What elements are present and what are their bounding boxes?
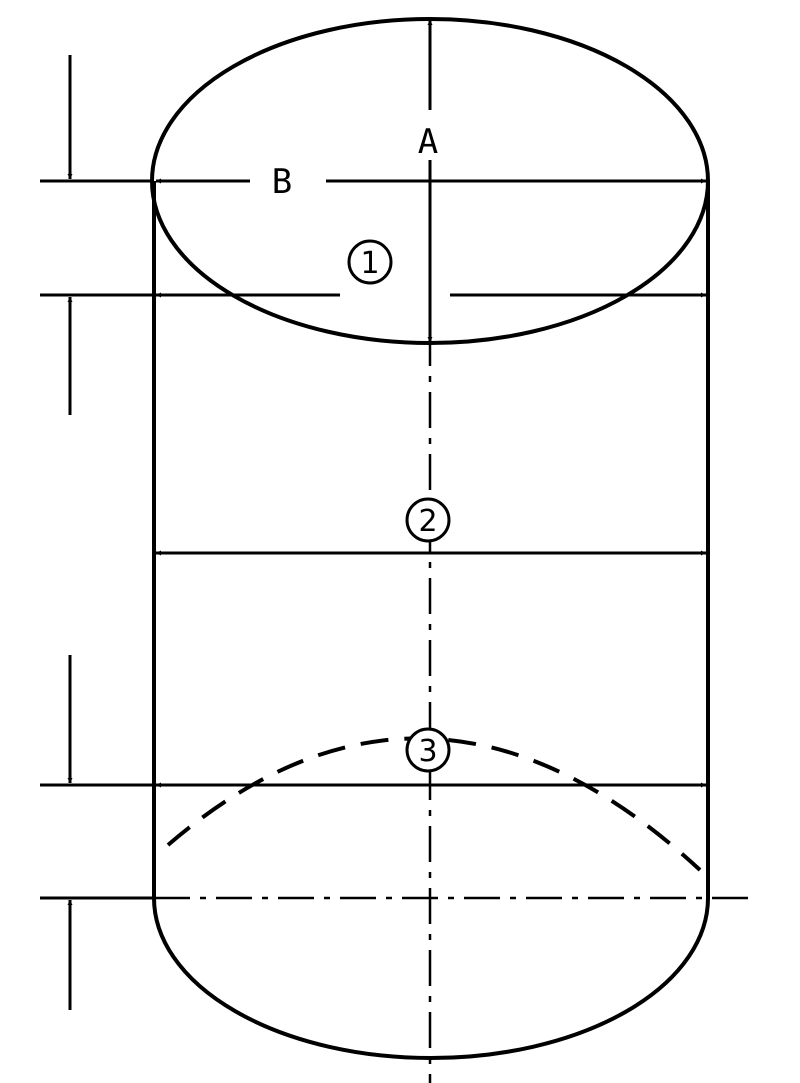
marker-3-text: 3 [418,734,437,769]
marker-3: 3 [405,727,451,773]
bottom-arc [152,897,710,1060]
center-lines [154,330,750,1083]
label-b: B [272,162,292,202]
extension-lines [40,179,154,900]
marker-1-text: 1 [360,246,379,281]
marker-2: 2 [405,497,451,543]
label-a: A [418,122,438,162]
marker-1: 1 [347,239,393,285]
marker-2-text: 2 [418,504,437,539]
